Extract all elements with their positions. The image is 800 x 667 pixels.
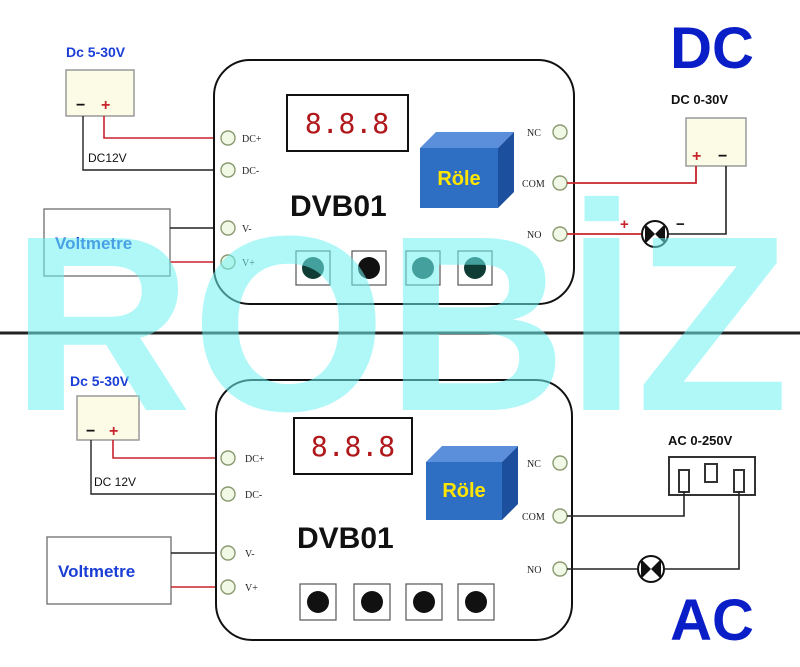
dc-lamp-plus: + [620,216,629,233]
ac-supply-label: Dc 5-30V [70,373,130,389]
dc-pin-nc: NC [527,128,541,139]
dc-load-minus: − [718,148,727,165]
ac-relay-top [426,446,518,462]
ac-right-terminals: NC COM NO [522,455,568,577]
ac-wire-minus [90,440,222,495]
dc-left-terminals: DC+ DC- V- V+ [220,130,262,270]
dc-load-plus: + [692,148,701,165]
dc-voltmeter-box [43,208,171,277]
dc-wire-com [567,166,697,184]
dc-terminal-dcplus [220,130,236,146]
dc-supply-box [65,69,135,117]
ac-terminal-no [552,561,568,577]
dc-supply-plus: + [101,97,110,114]
ac-terminal-vplus [220,579,236,595]
ac-terminal-vminus [220,545,236,561]
dc-button-3 [405,250,441,286]
ac-wire-return [665,492,740,570]
ac-terminal-com [552,508,568,524]
dc-load-supply-label: DC 0-30V [671,92,728,107]
dc-relay-top [420,132,514,148]
dc-wire-minus [82,116,222,171]
dc-model-label: DVB01 [290,190,387,223]
ac-button-1 [299,583,337,621]
dc-supply-label: Dc 5-30V [66,44,126,60]
ac-model-label: DVB01 [297,522,394,555]
ac-terminal-dcminus [220,486,236,502]
ac-left-terminals: DC+ DC- V- V+ [220,450,265,595]
dc-relay-box [420,148,498,208]
ac-wire-com [567,492,685,517]
dc-button-3-cap [412,257,434,279]
dc-pin-no: NO [527,230,541,241]
ac-button-4-cap [465,591,487,613]
ac-title: AC [670,588,754,653]
ac-pin-com: COM [522,512,545,523]
ac-supply-plus: + [109,423,118,440]
ac-pin-vminus: V- [245,549,255,560]
dc-display [286,94,409,152]
ac-voltmeter-label: Voltmetre [58,562,135,581]
ac-relay-label: Röle [442,480,485,502]
ac-pin-no: NO [527,565,541,576]
dc-right-terminals: NC COM NO [522,124,568,242]
ac-relay-side [502,446,518,520]
dc-terminal-dcminus [220,162,236,178]
ac-wire-plus [112,440,222,459]
dc-terminal-vminus [220,220,236,236]
dc-lamp-icon [641,220,669,248]
ac-supply-note: DC 12V [94,475,136,489]
dc-load-supply-box [685,117,747,167]
ac-supply-box [76,395,140,441]
dc-pin-vplus: V+ [242,258,255,269]
dc-pin-vminus: V- [242,224,252,235]
dc-pin-dcplus: DC+ [242,134,262,145]
ac-terminal-nc [552,455,568,471]
ac-pin-dcminus: DC- [245,490,262,501]
dc-supply-note: DC12V [88,151,127,165]
dc-wire-plus [103,116,222,139]
ac-pin-nc: NC [527,459,541,470]
ac-display-digits: 8.8.8 [311,430,395,463]
ac-pin-vplus: V+ [245,583,258,594]
ac-display [293,417,413,475]
dc-pin-dcminus: DC- [242,166,259,177]
dc-lamp-minus: − [676,216,685,233]
dc-section: Dc 5-30V − + DC12V Voltmetre 8.8.8 DVB01… [43,16,754,305]
ac-button-3-cap [413,591,435,613]
dc-display-digits: 8.8.8 [305,107,389,140]
ac-lamp-icon [637,555,665,583]
ac-section: Dc 5-30V − + DC 12V Voltmetre 8.8.8 DVB0… [46,373,756,653]
dc-button-1-cap [302,257,324,279]
ac-supply-minus: − [86,423,95,440]
dc-terminal-nc [552,124,568,140]
dc-button-2-cap [358,257,380,279]
dc-buttons [295,250,493,286]
ac-relay-box [426,462,502,520]
dc-voltmeter-label: Voltmetre [55,234,132,253]
dc-title: DC [670,16,754,81]
dc-relay-label: Röle [437,168,480,190]
dc-pin-com: COM [522,179,545,190]
ac-button-2-cap [361,591,383,613]
ac-terminal-dcplus [220,450,236,466]
ac-voltmeter-box [46,536,172,605]
dc-button-4-cap [464,257,486,279]
dc-supply-minus: − [76,97,85,114]
ac-buttons [299,583,495,621]
dc-wire-return [669,166,727,235]
watermark: ROBİZ [11,184,789,463]
ac-pin-dcplus: DC+ [245,454,265,465]
ac-load-supply-label: AC 0-250V [668,433,733,448]
dc-terminal-vplus [220,254,236,270]
ac-button-1-cap [307,591,329,613]
dc-relay-side [498,132,514,208]
ac-socket-icon [668,456,756,496]
